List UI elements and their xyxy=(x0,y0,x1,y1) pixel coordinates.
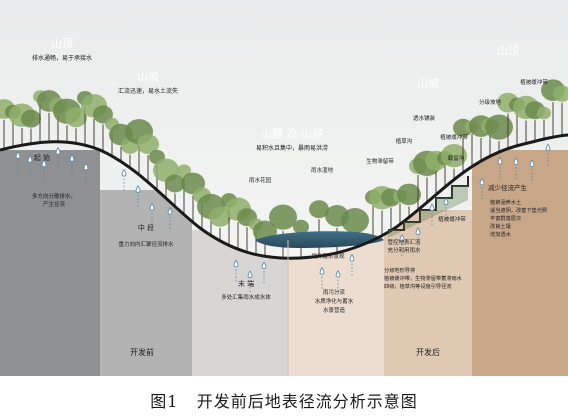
tree-canopy xyxy=(269,204,297,230)
water-drop-icon xyxy=(121,168,127,177)
tree-canopy xyxy=(341,208,369,234)
tree-canopy xyxy=(293,219,309,235)
water-body xyxy=(255,231,384,248)
after-slope-desc: 分级地形导排 植被缓冲带，生物滞留带蓄滞雨水 四级，植草沟等设施引导径流 xyxy=(384,266,463,290)
zone-title-peak-right: 山顶 xyxy=(497,44,519,57)
before-bottom-desc: 多处汇集雨水成水体 xyxy=(221,293,271,301)
tree-canopy xyxy=(553,85,568,102)
runoff-cross-section: 山顶 排水通畅，易于承接水 山坡 汇流迅速，易水土流失 山麓 及 山谷 易积水且… xyxy=(0,0,568,376)
water-drop-icon xyxy=(335,269,341,278)
water-drop-icon xyxy=(55,147,61,155)
svg-text:雨污分流: 雨污分流 xyxy=(323,288,346,296)
before-top-head: 起 始 xyxy=(34,153,50,162)
after-terrace-desc: 管控地表汇流 充分利用雨水 xyxy=(387,238,421,254)
zone-title-slope-right: 山坡 xyxy=(417,77,439,90)
water-drop-icon xyxy=(261,261,267,270)
svg-text:改良土壤: 改良土壤 xyxy=(490,222,511,230)
figure-caption: 图1 开发前后地表径流分析示意图 xyxy=(0,388,568,412)
zone-desc-slope-left: 汇流迅速，易水土流失 xyxy=(118,87,178,95)
terraces xyxy=(388,176,469,231)
water-drop-icon xyxy=(399,234,405,242)
flow-droplets xyxy=(15,143,551,294)
tree-canopy xyxy=(21,109,41,128)
water-drop-icon xyxy=(149,202,155,211)
diagram: 山顶 排水通畅，易于承接水 山坡 汇流迅速，易水土流失 山麓 及 山谷 易积水且… xyxy=(0,0,568,376)
svg-text:四级，植草沟等设施引导径流: 四级，植草沟等设施引导径流 xyxy=(384,282,451,290)
water-drop-icon xyxy=(69,153,75,162)
water-drop-icon xyxy=(319,267,325,275)
water-drop-icon xyxy=(497,156,503,165)
callout-label: 植被缓冲带 xyxy=(438,215,466,223)
tree-canopy xyxy=(397,183,421,206)
tree-canopy xyxy=(137,134,159,155)
svg-text:丰富群落层次: 丰富群落层次 xyxy=(490,214,521,222)
water-drop-icon xyxy=(415,227,421,235)
tree-canopy xyxy=(485,114,513,140)
figure-number: 图1 xyxy=(150,392,179,411)
callout-label: 分级坡地 xyxy=(479,98,502,106)
water-drop-icon xyxy=(513,157,519,165)
callout-label: 植草沟 xyxy=(396,137,413,145)
water-drop-icon xyxy=(233,259,239,268)
callout-label: 雨水湿地 xyxy=(311,166,334,174)
water-drop-icon xyxy=(247,270,253,278)
tree-canopy xyxy=(177,164,191,177)
callout-label: 植被缓冲带 xyxy=(520,78,548,86)
after-peak-head: 减少径流产生 xyxy=(488,183,528,192)
water-drop-icon xyxy=(135,185,141,193)
phase-after-label: 开发后 xyxy=(416,347,440,357)
svg-text:分级地形导排: 分级地形导排 xyxy=(384,266,415,274)
callout-labels: 雨水花园 雨水湿地 生物滞留带 植草沟 透水铺装 植被缓冲带 分级坡地 植被缓冲… xyxy=(249,78,548,223)
after-pond-desc: 提升蓄水景观 xyxy=(311,252,345,260)
zone-title-valley: 山麓 及 山谷 xyxy=(261,127,323,140)
svg-text:产生径流: 产生径流 xyxy=(43,200,66,208)
water-drop-icon xyxy=(349,253,355,262)
callout-label: 截留沟 xyxy=(448,154,465,162)
svg-text:管控地表汇流: 管控地表汇流 xyxy=(387,238,421,246)
zone-desc-peak-left: 排水通畅，易于承接水 xyxy=(32,54,92,62)
after-reg-desc: 雨污分流 水质净化与蓄水 水景营造 xyxy=(315,288,354,314)
svg-text:增加透水: 增加透水 xyxy=(490,230,512,238)
zone-title-peak-left: 山顶 xyxy=(51,37,73,50)
zone-desc-valley: 易积水且集中，暴雨易洪涝 xyxy=(256,144,328,152)
tree-canopy xyxy=(65,107,87,128)
water-drop-icon xyxy=(443,197,449,206)
before-mid-desc: 重力向内汇聚径流排水 xyxy=(118,240,174,248)
vegetation xyxy=(0,79,568,259)
figure-title: 开发前后地表径流分析示意图 xyxy=(196,392,418,411)
water-drop-icon xyxy=(27,155,33,163)
tree-canopy xyxy=(165,174,185,193)
callout-label: 植被缓冲带 xyxy=(440,133,468,141)
water-drop-icon xyxy=(429,203,435,212)
water-drop-icon xyxy=(529,159,535,167)
before-mid-head: 中 段 xyxy=(138,223,154,232)
svg-text:水质净化与蓄水: 水质净化与蓄水 xyxy=(315,297,354,305)
svg-text:水景营造: 水景营造 xyxy=(323,306,346,314)
callout-label: 生物滞留带 xyxy=(366,157,394,165)
svg-text:充分利用雨水: 充分利用雨水 xyxy=(387,246,421,254)
soil-columns xyxy=(0,150,568,376)
tree-canopy xyxy=(441,143,467,168)
terrain-line xyxy=(0,133,568,260)
before-bottom-head: 末 端 xyxy=(238,279,254,288)
water-drop-icon xyxy=(479,177,485,186)
water-drop-icon xyxy=(545,143,551,152)
after-peak-desc: 植被涵养水土 适当遮阴，改善下垫光照 丰富群落层次 改良土壤 增加透水 xyxy=(490,198,547,238)
water-drop-icon xyxy=(167,207,173,215)
water-drop-icon xyxy=(15,151,21,159)
svg-text:多方向分散排水，: 多方向分散排水， xyxy=(32,192,76,200)
tree-canopy xyxy=(309,200,329,219)
water-drop-icon xyxy=(83,162,89,171)
zone-title-slope-left: 山坡 xyxy=(137,70,159,83)
svg-text:适当遮阴，改善下垫光照: 适当遮阴，改善下垫光照 xyxy=(490,206,547,214)
svg-text:植被涵养水土: 植被涵养水土 xyxy=(490,198,521,206)
callout-label: 雨水花园 xyxy=(249,176,272,184)
phase-before-label: 开发前 xyxy=(130,347,154,357)
callout-label: 透水铺装 xyxy=(413,114,436,122)
tree-canopy xyxy=(93,105,113,124)
water-drop-icon xyxy=(41,159,47,168)
before-top-desc: 多方向分散排水， 产生径流 xyxy=(32,192,76,208)
tree-canopy xyxy=(537,106,551,120)
svg-text:植被缓冲带，生物滞留带蓄滞雨水: 植被缓冲带，生物滞留带蓄滞雨水 xyxy=(384,274,463,282)
